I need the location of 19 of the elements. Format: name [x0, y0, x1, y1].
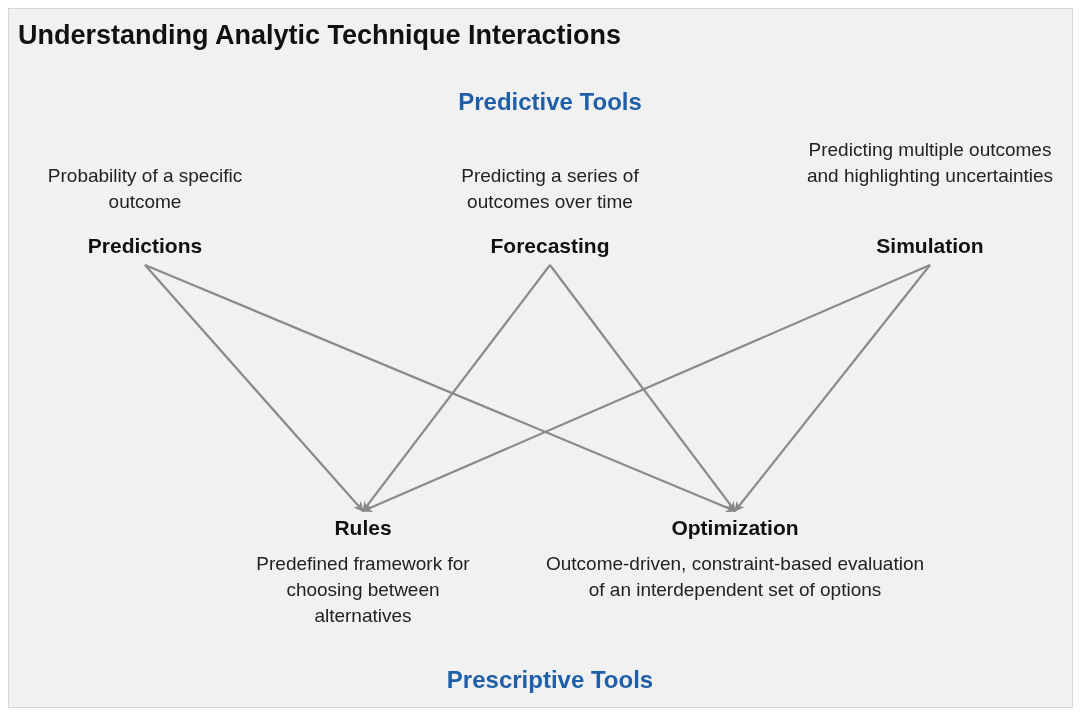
node-label: Forecasting	[490, 233, 610, 259]
arrow	[362, 264, 551, 512]
description: Probability of a specific outcome	[46, 164, 244, 214]
node-label: Optimization	[671, 515, 799, 541]
description: Outcome-driven, constraint-based evaluation of an interdependent set of options	[545, 552, 925, 602]
title: Understanding Analytic Technique Interactions	[18, 20, 622, 51]
group-heading: Prescriptive Tools	[446, 666, 654, 694]
arrow	[362, 264, 931, 512]
description: Predicting multiple outcomes and highlighting uncertainties	[805, 138, 1055, 188]
description: Predefined framework for choosing between alternatives	[255, 552, 471, 628]
node-label: Rules	[334, 515, 392, 541]
arrow	[549, 264, 736, 512]
description: Predicting a series of outcomes over time	[460, 164, 640, 214]
group-heading: Predictive Tools	[458, 88, 642, 116]
node-label: Predictions	[87, 233, 203, 259]
arrow	[144, 264, 736, 513]
arrow	[734, 264, 931, 512]
arrow	[144, 264, 364, 512]
node-label: Simulation	[876, 233, 984, 259]
